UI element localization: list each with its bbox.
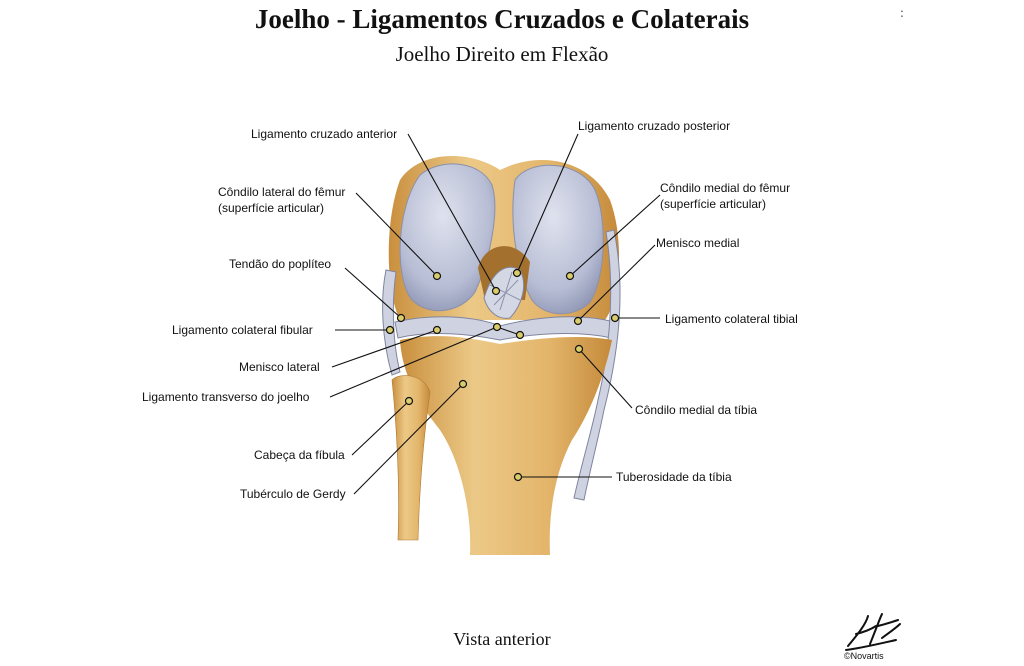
- label-lateral-condyle: Côndilo lateral do fêmur: [218, 185, 345, 199]
- copyright-notice: ©Novartis: [844, 651, 884, 661]
- label-lateral-meniscus: Menisco lateral: [239, 360, 320, 374]
- stray-mark: :: [900, 6, 904, 21]
- label-gerdy-tubercle: Tubérculo de Gerdy: [240, 487, 346, 501]
- label-tibial-collateral: Ligamento colateral tibial: [665, 312, 798, 326]
- artist-signature: [845, 613, 901, 651]
- leader-lines: [329, 133, 661, 495]
- tibial-collateral-ligament: [573, 229, 621, 501]
- label-medial-condyle-note: (superfície articular): [660, 197, 766, 211]
- fibula: [391, 375, 431, 541]
- page-subtitle: Joelho Direito em Flexão: [395, 42, 609, 66]
- lateral-femoral-condyle: [399, 163, 496, 312]
- label-pcl: Ligamento cruzado posterior: [578, 119, 730, 133]
- tibia: [400, 336, 612, 555]
- view-caption: Vista anterior: [453, 629, 551, 649]
- label-markers: [385, 268, 620, 482]
- label-popliteus: Tendão do poplíteo: [229, 257, 331, 271]
- label-tibial-tuberosity: Tuberosidade da tíbia: [616, 470, 732, 484]
- cruciate-ligaments: [483, 266, 525, 319]
- label-transverse-ligament: Ligamento transverso do joelho: [142, 390, 310, 404]
- label-medial-meniscus: Menisco medial: [656, 236, 739, 250]
- label-medial-condyle: Côndilo medial do fêmur: [660, 181, 790, 195]
- label-fibula-head: Cabeça da fíbula: [254, 448, 345, 462]
- label-fibular-collateral: Ligamento colateral fibular: [172, 323, 313, 337]
- label-medial-tibial-condyle: Côndilo medial da tíbia: [635, 403, 757, 417]
- label-acl: Ligamento cruzado anterior: [251, 127, 397, 141]
- page-title: Joelho - Ligamentos Cruzados e Colaterai…: [254, 4, 750, 34]
- fibular-collateral-ligament: [382, 269, 401, 376]
- label-lateral-condyle-note: (superfície articular): [218, 201, 324, 215]
